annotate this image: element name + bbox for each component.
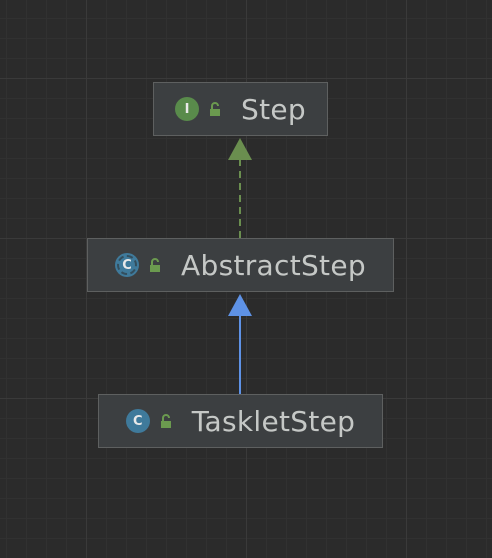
unlocked-icon [210,102,221,116]
node-abstract-step[interactable]: C AbstractStep [87,238,394,292]
extends-edge-arrowhead [228,294,252,316]
node-tasklet-step[interactable]: C TaskletStep [98,394,383,448]
class-icon: C [125,409,150,433]
implements-edge [228,138,252,238]
unlocked-icon [160,414,171,428]
abstract-class-icon: C [115,253,140,277]
node-tasklet-step-label: TaskletStep [191,404,356,438]
interface-icon: I [175,97,200,121]
unlocked-icon [150,258,161,272]
implements-edge-arrowhead [228,138,252,160]
extends-edge [228,294,252,394]
node-step-label: Step [241,92,306,126]
node-step[interactable]: I Step [153,82,328,136]
node-abstract-step-label: AbstractStep [181,248,366,282]
